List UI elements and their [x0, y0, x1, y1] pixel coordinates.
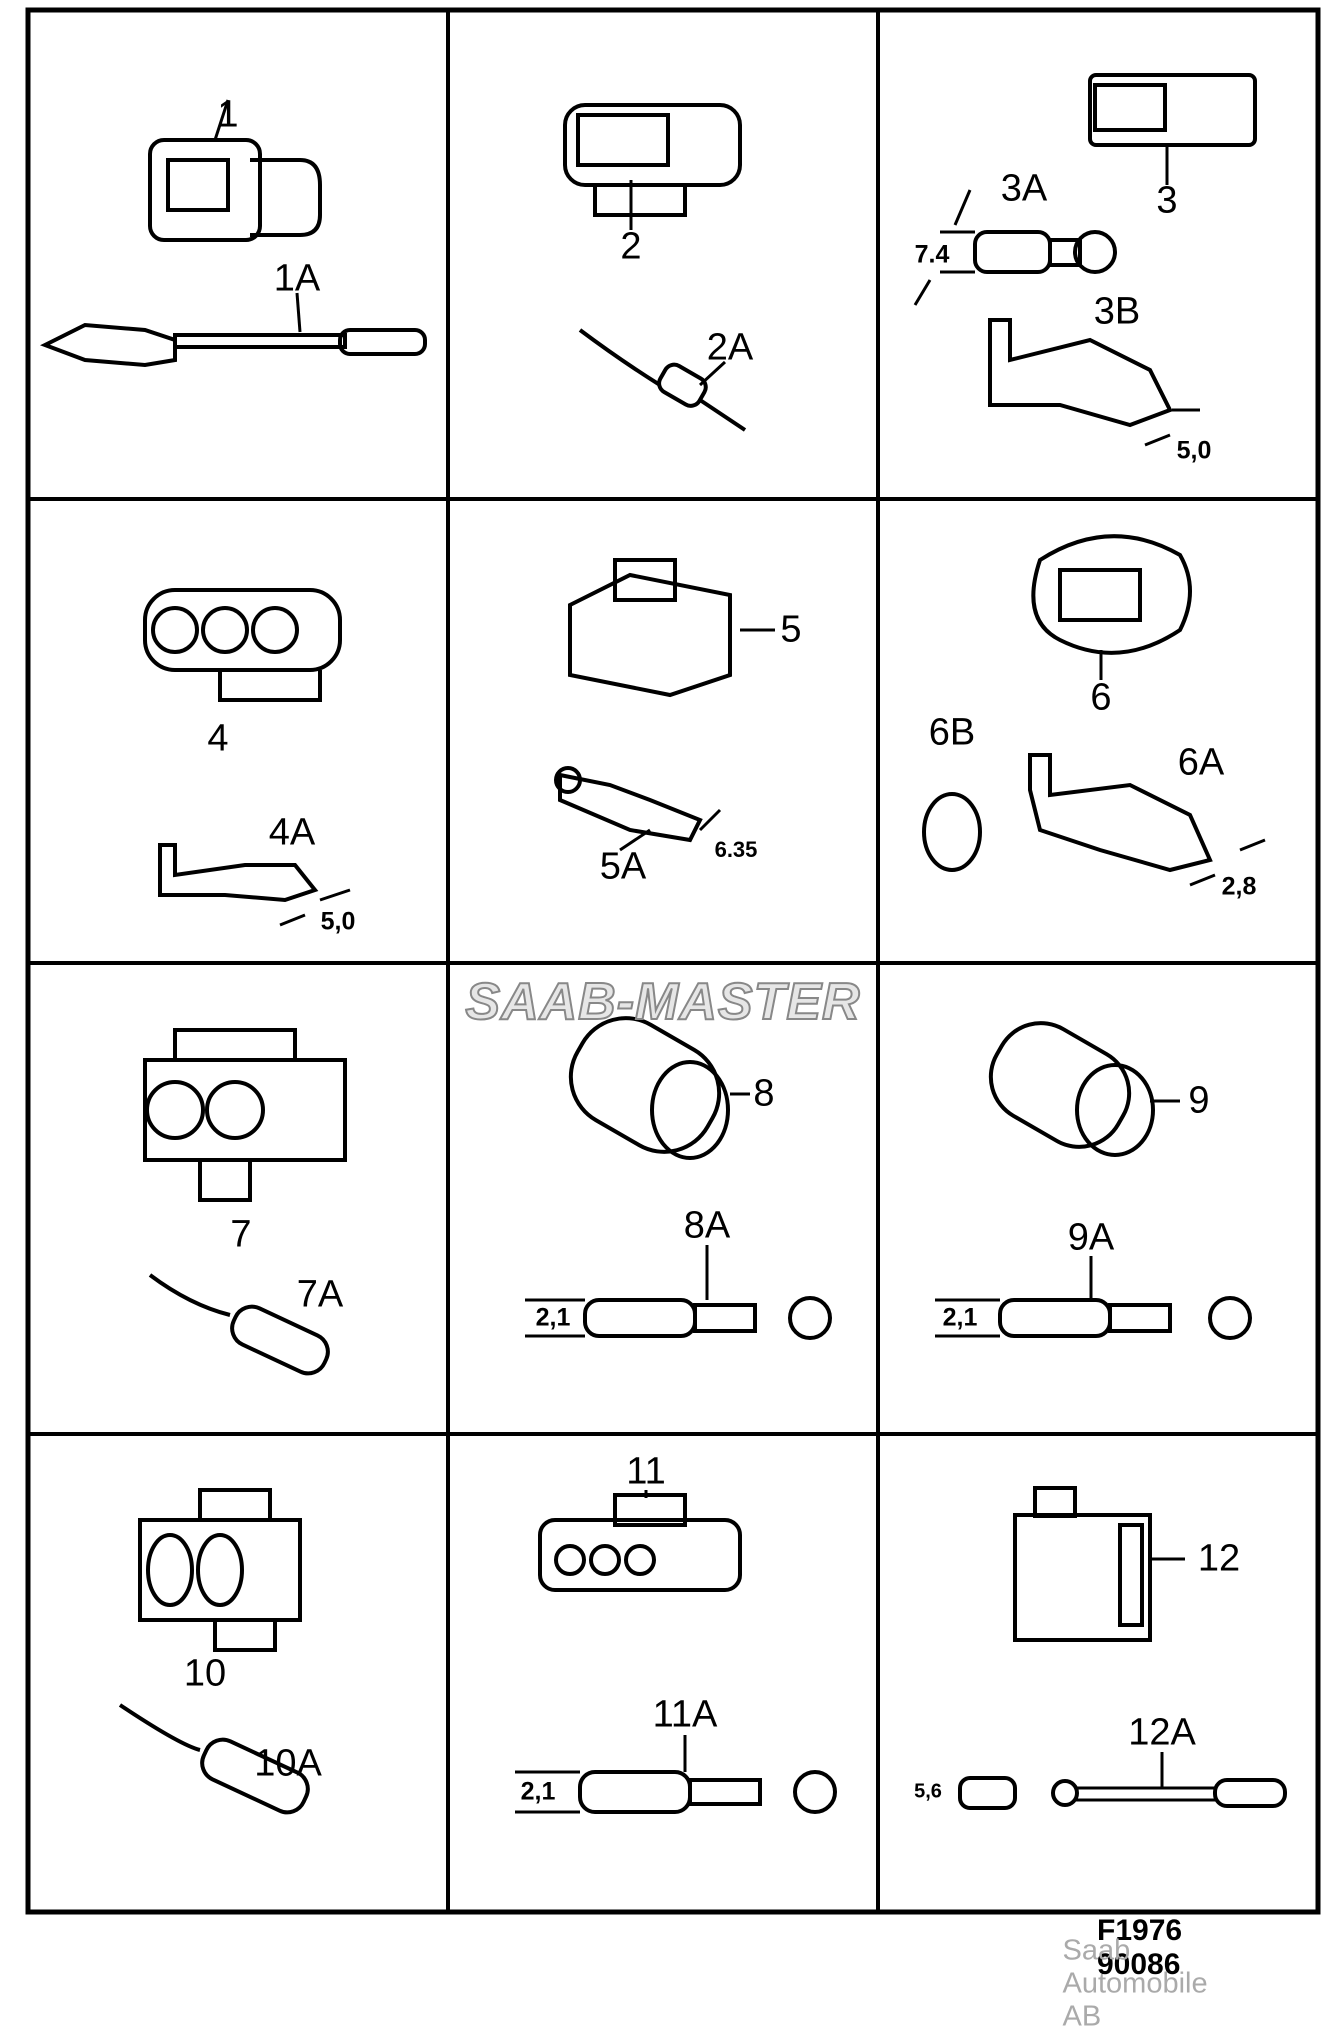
part-label-2a: 2A — [706, 326, 754, 369]
connector-4-drawing — [143, 588, 342, 702]
connector-1-drawing — [148, 99, 322, 242]
terminal-10a-drawing — [118, 1703, 310, 1815]
part-label-4: 4 — [207, 717, 229, 760]
part-label-6b: 6B — [928, 711, 976, 754]
connector-7-drawing — [143, 1028, 347, 1202]
connector-12-drawing — [1013, 1486, 1185, 1642]
part-label-12a: 12A — [1128, 1711, 1196, 1754]
terminal-3b-drawing — [988, 318, 1200, 447]
part-label-7: 7 — [230, 1213, 252, 1256]
dimension-4a: 5,0 — [320, 907, 356, 936]
connector-2-drawing — [563, 103, 742, 230]
part-label-7a: 7A — [296, 1273, 344, 1316]
part-label-6a: 6A — [1177, 741, 1225, 784]
terminal-8a-drawing — [525, 1245, 832, 1340]
dimension-11a: 2,1 — [520, 1777, 556, 1806]
terminal-7a-drawing — [148, 1273, 330, 1376]
part-label-4a: 4A — [268, 811, 316, 854]
terminal-9a-drawing — [935, 1256, 1252, 1340]
part-label-1: 1 — [217, 93, 239, 136]
part-label-1a: 1A — [273, 257, 321, 300]
terminal-5a-drawing — [554, 766, 722, 852]
dimension-6a: 2,8 — [1221, 872, 1257, 901]
part-label-9a: 9A — [1067, 1216, 1115, 1259]
part-label-10a: 10A — [254, 1742, 322, 1785]
part-label-5a: 5A — [599, 845, 647, 888]
part-label-11: 11 — [626, 1450, 666, 1493]
watermark: SAAB-MASTER — [464, 972, 861, 1032]
dimension-8a: 2,1 — [535, 1303, 571, 1332]
part-label-10: 10 — [183, 1652, 227, 1695]
connector-3-drawing — [1088, 73, 1257, 185]
dimension-3a: 7.4 — [914, 240, 950, 269]
figure-number: F1976 90086 — [1097, 1914, 1183, 1981]
connector-8-drawing — [568, 1016, 750, 1160]
connector-5-drawing — [568, 558, 775, 698]
part-label-12: 12 — [1197, 1537, 1241, 1580]
dimension-5a: 6.35 — [714, 837, 758, 862]
part-label-6: 6 — [1090, 676, 1112, 719]
copyright: Saab Automobile AB — [1062, 1934, 1208, 2033]
part-label-8a: 8A — [683, 1204, 731, 1247]
dimension-9a: 2,1 — [942, 1303, 978, 1332]
part-label-8: 8 — [753, 1072, 775, 1115]
terminal-6a-drawing — [1028, 753, 1266, 887]
terminal-12a-drawing — [958, 1752, 1287, 1810]
connector-6-drawing — [1031, 534, 1192, 680]
part-label-3b: 3B — [1093, 290, 1141, 333]
terminal-11a-drawing — [515, 1735, 837, 1814]
part-label-3: 3 — [1156, 179, 1178, 222]
dimension-3b: 5,0 — [1176, 436, 1212, 465]
part-label-3a: 3A — [1000, 167, 1048, 210]
o-ring-6b-drawing — [922, 792, 982, 872]
part-label-2: 2 — [620, 225, 642, 268]
connector-10-drawing — [138, 1488, 302, 1652]
part-label-9: 9 — [1188, 1079, 1210, 1122]
part-label-5: 5 — [780, 608, 802, 651]
part-label-11a: 11A — [652, 1693, 718, 1736]
terminal-1a-drawing — [40, 292, 427, 368]
dimension-12a: 5,6 — [914, 1780, 942, 1803]
connector-11-drawing — [538, 1490, 742, 1592]
grid-frame — [25, 7, 1321, 1915]
terminal-3a-drawing — [913, 189, 1117, 306]
terminal-2a-drawing — [578, 328, 747, 432]
connector-9-drawing — [988, 1021, 1180, 1157]
terminal-4a-drawing — [158, 843, 351, 927]
